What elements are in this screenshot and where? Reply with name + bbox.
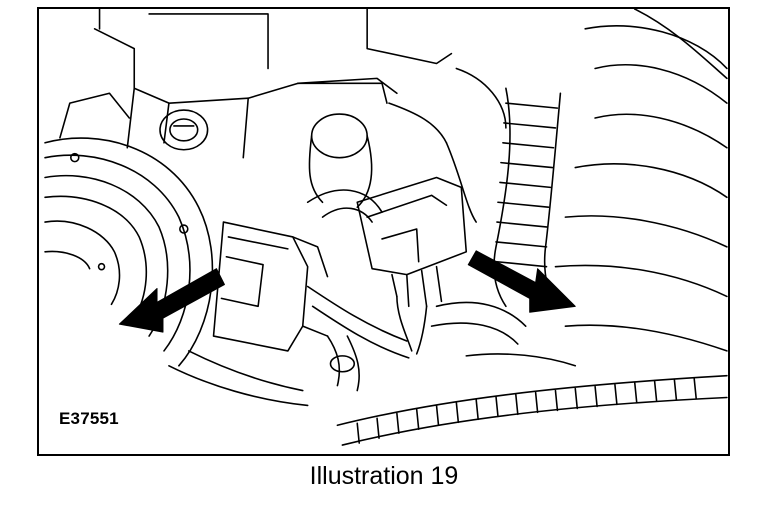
lower-contours (168, 350, 577, 407)
engine-block-right (554, 9, 728, 352)
figure-caption: Illustration 19 (309, 462, 459, 490)
pulley-housing (44, 92, 214, 367)
bottom-cable (336, 374, 728, 446)
left-connector (212, 221, 329, 352)
upper-bracket (93, 9, 453, 159)
left-arrow (118, 268, 225, 333)
engine-connector-line-drawing (44, 9, 728, 446)
wiring-harness (306, 189, 527, 392)
right-connector (356, 176, 468, 355)
sensor-housing (308, 67, 507, 223)
figure-reference-code: E37551 (59, 409, 119, 428)
right-arrow (467, 250, 576, 313)
illustration-frame: E37551 (37, 7, 730, 456)
bolt (159, 109, 209, 151)
pointer-arrows (118, 250, 576, 333)
